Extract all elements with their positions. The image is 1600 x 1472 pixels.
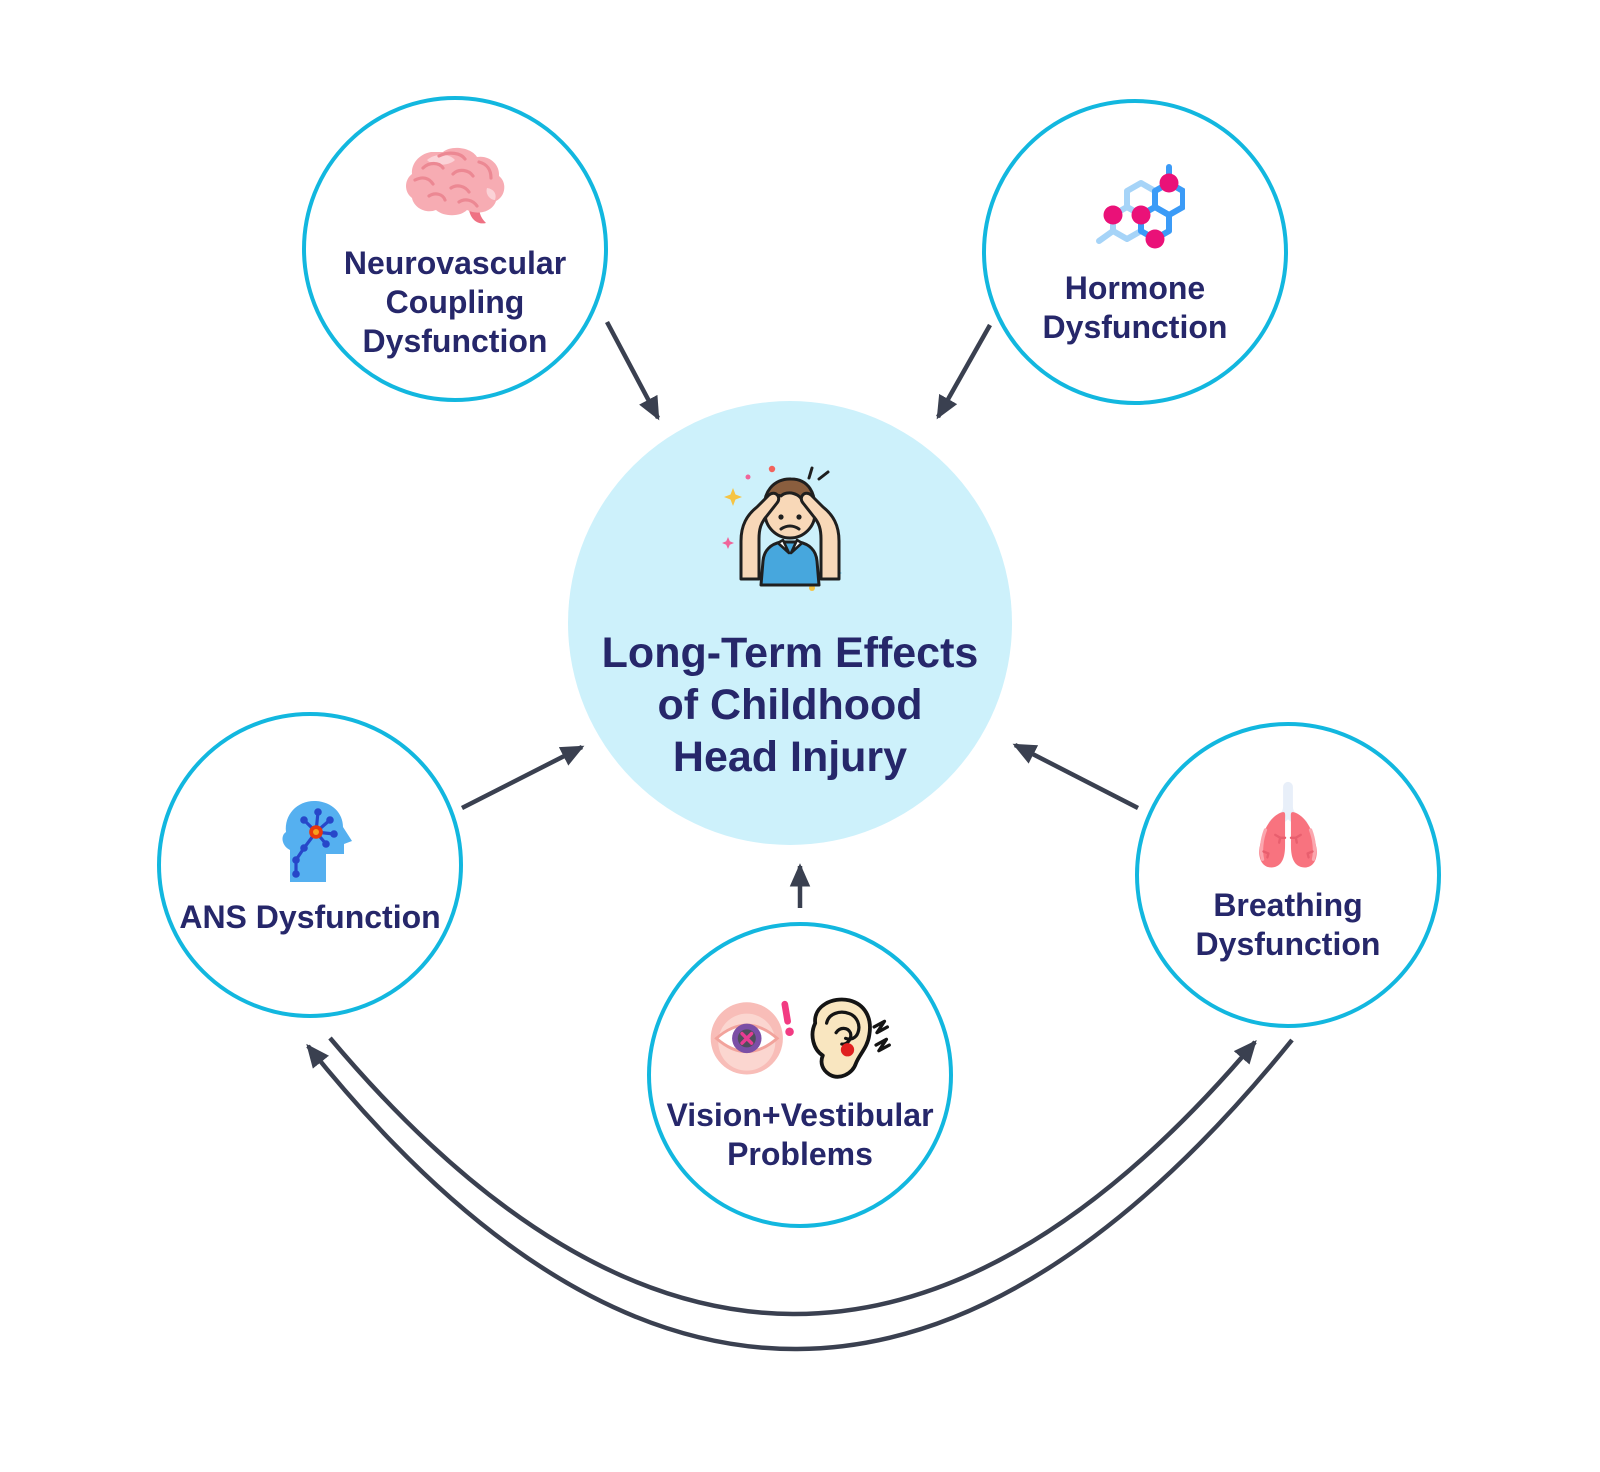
eye-ear-icon [710, 997, 891, 1079]
node-ans: ANS Dysfunction [157, 712, 463, 1018]
headache-child-icon [722, 465, 842, 591]
arrow-ans-to-center [460, 744, 585, 811]
node-breathing-label: Breathing Dysfunction [1195, 887, 1381, 963]
center-title: Long-Term Effects of Childhood Head Inju… [601, 629, 979, 782]
hormone-molecule-icon [1096, 164, 1185, 249]
yellow-sparkle [724, 488, 742, 506]
node-center: Long-Term Effects of Childhood Head Inju… [568, 401, 1012, 845]
node-hormone: Hormone Dysfunction [982, 99, 1288, 405]
node-breathing: Breathing Dysfunction [1135, 722, 1441, 1028]
arrow-neurovascular-to-center [605, 320, 660, 421]
ear-pain-icon [810, 997, 891, 1079]
node-vision-label: Vision+Vestibular Problems [666, 1097, 934, 1173]
brain-icon [406, 147, 505, 224]
node-neurovascular: Neurovascular Coupling Dysfunction [302, 96, 608, 402]
arrow-hormone-to-center [936, 323, 992, 420]
node-neurovascular-label: Neurovascular Coupling Dysfunction [343, 245, 567, 360]
arrow-breathing-to-center [1012, 742, 1140, 811]
node-vision: Vision+Vestibular Problems [647, 922, 953, 1228]
node-hormone-label: Hormone Dysfunction [1042, 270, 1228, 346]
eye-warning-icon [710, 1000, 794, 1075]
node-ans-label: ANS Dysfunction [179, 899, 441, 935]
head-neural-network-icon [282, 800, 352, 882]
lungs-icon [1259, 781, 1317, 868]
